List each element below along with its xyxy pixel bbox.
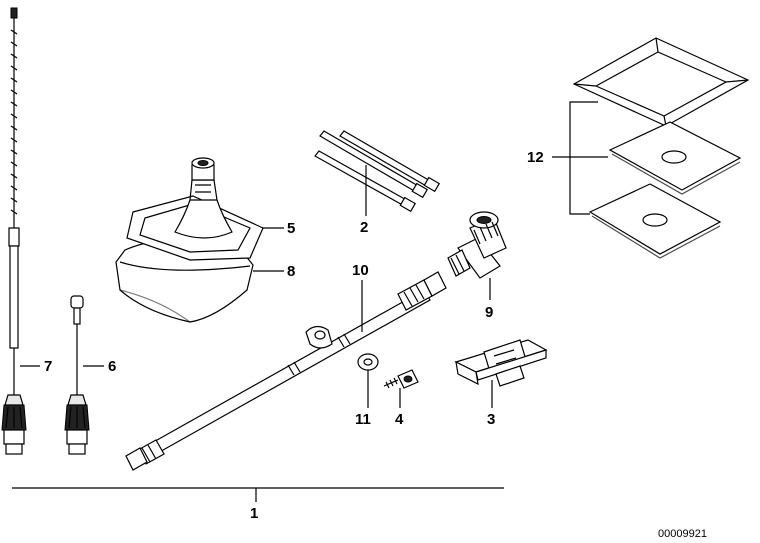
- label-part-12: 12: [527, 149, 544, 166]
- label-part-11: 11: [355, 411, 371, 428]
- label-part-7: 7: [44, 358, 53, 375]
- label-part-6: 6: [108, 358, 117, 375]
- part-5-boot: [126, 157, 264, 261]
- part-2-cable-ties: [314, 130, 441, 213]
- label-part-10: 10: [352, 262, 369, 279]
- part-11-washer: [357, 353, 379, 371]
- label-part-1: 1: [250, 505, 259, 522]
- part-3-holder: [454, 339, 548, 387]
- part-4-screw: [383, 369, 419, 389]
- label-part-3: 3: [487, 411, 496, 428]
- part-10-antenna-cable: [125, 271, 447, 471]
- label-part-8: 8: [287, 263, 296, 280]
- drawing-number: 00009921: [658, 528, 707, 540]
- label-part-4: 4: [395, 411, 404, 428]
- label-part-9: 9: [485, 304, 494, 321]
- part-6-short-rod: [64, 295, 90, 455]
- part-12-pad-set: [572, 37, 750, 259]
- callout-lines: [12, 101, 608, 502]
- label-part-2: 2: [360, 219, 369, 236]
- part-7-antenna-mast: [1, 7, 27, 455]
- part-8-base-pad: [115, 239, 254, 323]
- part-9-angle-connector: [447, 211, 507, 279]
- label-part-5: 5: [287, 220, 296, 237]
